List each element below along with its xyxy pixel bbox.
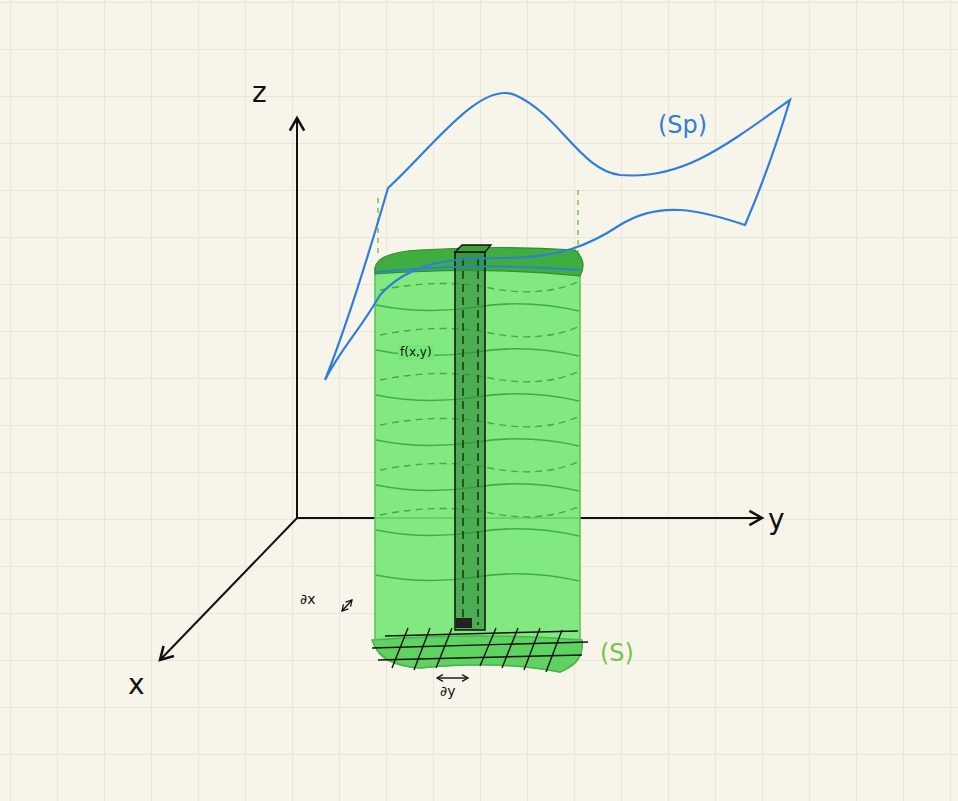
base-grid <box>372 628 588 672</box>
dy-label: ∂y <box>440 684 456 699</box>
axis-label: z <box>252 78 267 109</box>
dx-arrow <box>342 600 352 611</box>
dy-arrow <box>437 677 468 678</box>
surface-outline <box>325 93 790 380</box>
axis-label: x <box>128 670 145 701</box>
region-label: (S) <box>600 640 634 666</box>
z-axis <box>296 118 298 518</box>
integration-column <box>455 252 485 630</box>
area-element <box>456 618 472 628</box>
x-axis <box>160 518 297 660</box>
height-label: f(x,y) <box>398 345 434 360</box>
surface-label: (Sp) <box>658 112 707 138</box>
surface-intersection <box>376 266 580 272</box>
column-edge <box>477 258 478 625</box>
axis-label: y <box>768 505 785 536</box>
projection-line <box>577 190 579 255</box>
column-edge <box>462 258 463 625</box>
dx-label: ∂x <box>300 592 316 607</box>
base-region <box>372 636 582 672</box>
column-top <box>455 245 491 252</box>
